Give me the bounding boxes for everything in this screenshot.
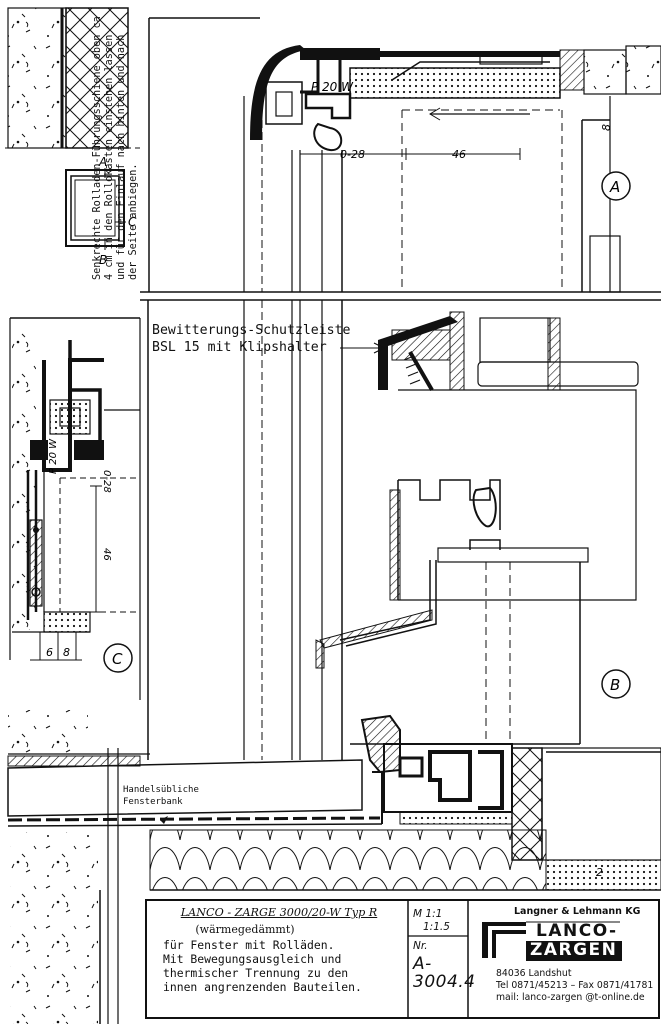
description-line: thermischer Trennung zu den (163, 966, 349, 980)
drawing-number: Nr. A- 3004.4 (413, 940, 475, 992)
dim-top-range: 0-28 (340, 148, 365, 161)
profile-label-top: P 20 W (311, 80, 354, 94)
section-label-b: B (610, 676, 620, 694)
section-label-c: C (112, 650, 123, 668)
section-label-a: A (609, 178, 620, 196)
key-label-b: B (99, 253, 107, 267)
drawing-scale: M 1:1 1:1.5 (413, 908, 450, 934)
logo-word-top: LANCO- (536, 921, 618, 941)
guide-rail-note-line: und für den Einlauf nach hinten und nach (116, 34, 127, 280)
window-sill-label: Handelsübliche Fensterbank (123, 784, 199, 808)
top-left-wall (5, 7, 140, 149)
scale-line: 1:1.5 (423, 921, 450, 933)
key-label-a: A (98, 155, 107, 169)
description-line: Mit Bewegungsausgleich und (163, 952, 342, 966)
company-logo: LANCO- ZARGEN (480, 920, 656, 964)
drawing-number-line: 3004.4 (413, 972, 476, 992)
guide-rail-note-line: der Seite anbiegen. (128, 163, 139, 280)
section-a-drawing (140, 17, 661, 301)
weather-strip-leader-arrow (340, 342, 386, 354)
company-name: Langner & Lehmann KG (514, 906, 641, 917)
dim-frame-right: 8 (600, 124, 613, 131)
guide-rail-note-line: 4 cm in den Rollokasten einstehen lassen (104, 34, 115, 280)
dim-top-depth: 46 (452, 148, 466, 161)
section-b-drawing (147, 300, 661, 891)
window-sill-label-line: Handelsübliche (123, 785, 199, 795)
weather-strip-label: Bewitterungs-Schutzleiste BSL 15 mit Kli… (152, 322, 351, 356)
address-line: mail: lanco-zargen @t-online.de (496, 992, 645, 1003)
dim-side-range: 0-28 (101, 470, 112, 493)
weather-strip-label-line: Bewitterungs-Schutzleiste (152, 323, 351, 338)
address-line: 84036 Landshut (496, 968, 572, 979)
title-block: LANCO - ZARGE 3000/20-W Typ R (wärmegedä… (153, 906, 407, 994)
window-sill-drawing (7, 710, 661, 1024)
description-line: für Fenster mit Rolläden. (163, 938, 335, 952)
product-title: LANCO - ZARGE 3000/20-W Typ R (180, 906, 378, 919)
key-label-c: C (128, 215, 137, 229)
address-line: Tel 0871/45213 – Fax 0871/41781 (496, 980, 654, 991)
description-line: innen angrenzenden Bauteilen. (163, 980, 362, 994)
section-marker-b (601, 669, 631, 699)
scale-line: M 1:1 (413, 908, 443, 920)
title-block-frame (145, 899, 660, 1019)
dim-bottom-a: 6 (46, 646, 53, 659)
section-c-drawing (9, 317, 141, 700)
dim-bottom-b: 8 (63, 646, 70, 659)
drawing-number-line: A- (413, 954, 432, 974)
drawing-number-label: Nr. (413, 940, 428, 952)
logo-word-bottom: ZARGEN (530, 940, 618, 960)
dim-sill-right: 2 (596, 866, 603, 879)
section-marker-a (601, 171, 631, 201)
guide-rail-note-line: Senkrechte Rolladen-Führungsschiene oben… (92, 16, 103, 280)
dim-side-depth: 46 (101, 548, 112, 561)
insulation-note: (wärmegedämmt) (195, 923, 295, 936)
profile-label-side: P 20 W (48, 438, 59, 474)
weather-strip-label-line: BSL 15 mit Klipshalter (152, 340, 327, 355)
section-marker-c (103, 643, 133, 673)
window-sill-label-line: Fensterbank (123, 797, 183, 807)
section-key-sketch (65, 168, 126, 250)
